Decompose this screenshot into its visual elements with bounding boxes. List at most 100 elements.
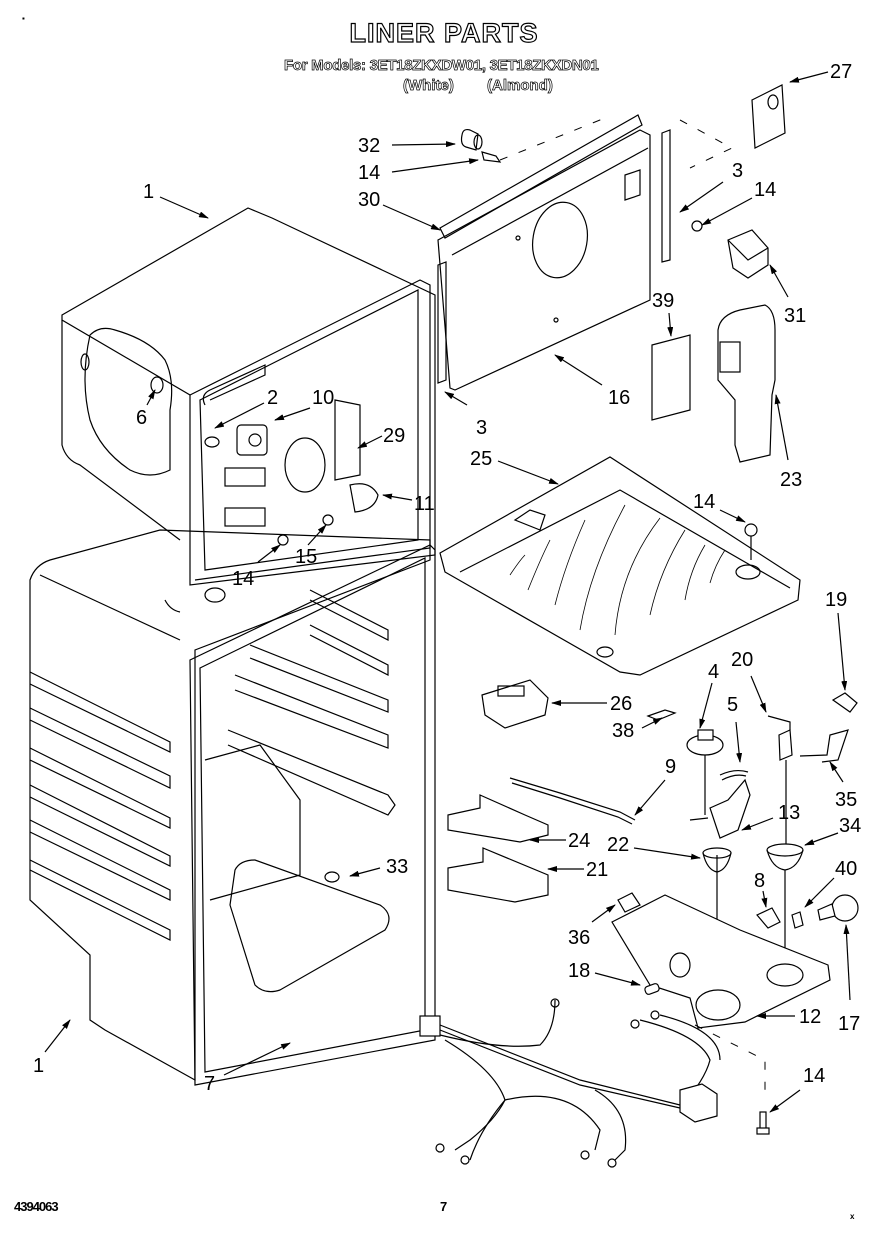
callout-1-bottom: 1 [33, 1019, 71, 1077]
callout-38: 38 [612, 717, 663, 742]
callout-12: 12 [756, 1006, 821, 1028]
part-25-shelf [439, 456, 801, 676]
callout-31: 31 [769, 264, 806, 327]
callout-14-right: 14 [701, 179, 776, 226]
callout-14-bottom: 14 [769, 1065, 825, 1113]
callout-1-top: 1 [143, 181, 209, 219]
callout-label: 29 [383, 425, 405, 447]
part-32-spacer [460, 128, 483, 151]
part-27-cover [679, 84, 786, 169]
callout-label: 14 [803, 1065, 825, 1087]
callout-label: 1 [143, 181, 154, 203]
callout-label: 39 [652, 290, 674, 312]
callout-3-left: 3 [444, 391, 487, 439]
top-rail [439, 114, 643, 239]
callout-5: 5 [727, 694, 743, 763]
shelf-rails [227, 589, 396, 816]
part-19-switch [831, 692, 858, 713]
callout-label: 14 [232, 568, 254, 590]
callout-4: 4 [699, 661, 719, 729]
part-17-bulb [817, 894, 859, 922]
part-13-thermostat [689, 778, 751, 839]
callout-25: 25 [470, 448, 559, 485]
part-35-bracket [799, 729, 849, 763]
callout-17: 17 [838, 924, 860, 1035]
callout-label: 14 [693, 491, 715, 513]
callout-18: 18 [568, 960, 641, 986]
callout-22: 22 [607, 834, 701, 860]
callout-29: 29 [357, 425, 405, 449]
corner-mark-top-left: ▪ [22, 14, 25, 23]
part-12-housing-tray [611, 894, 831, 1100]
callout-32: 32 [358, 135, 456, 157]
screw-icon [481, 151, 502, 163]
callout-26: 26 [551, 693, 632, 715]
fresh-food-liner [29, 529, 436, 1086]
callout-label: 40 [835, 858, 857, 880]
callout-label: 14 [754, 179, 776, 201]
callout-14-shelf: 14 [693, 491, 746, 523]
callout-label: 22 [607, 834, 629, 856]
page-title: LINER PARTS [349, 17, 539, 48]
screw-icon [691, 220, 703, 232]
callout-label: 7 [204, 1073, 215, 1095]
rear-panel [437, 129, 651, 391]
callout-2: 2 [214, 387, 278, 429]
callout-label: 24 [568, 830, 590, 852]
callout-label: 18 [568, 960, 590, 982]
callout-label: 26 [610, 693, 632, 715]
callout-21: 21 [547, 859, 608, 881]
callout-36: 36 [568, 904, 616, 949]
callout-label: 25 [470, 448, 492, 470]
corner-mark-bottom-right: x [850, 1212, 855, 1221]
callout-16: 16 [554, 354, 630, 409]
callout-27: 27 [789, 61, 852, 83]
callout-24: 24 [529, 830, 590, 852]
callout-label: 3 [476, 417, 487, 439]
callout-14-left: 14 [232, 544, 281, 590]
callout-label: 21 [586, 859, 608, 881]
callout-label: 14 [358, 162, 380, 184]
part-23-light-housing [717, 304, 776, 463]
part-4-knob [686, 729, 724, 815]
freezer-liner [61, 207, 436, 586]
callout-label: 10 [312, 387, 334, 409]
callout-20: 20 [731, 649, 767, 713]
color-almond-label: (Almond) [487, 77, 554, 95]
callout-7: 7 [204, 1042, 291, 1095]
fan-bracket-assembly [204, 399, 379, 546]
callout-11: 11 [382, 493, 435, 515]
part-24-bracket [447, 794, 549, 843]
side-seals [437, 129, 671, 384]
callout-label: 11 [414, 493, 435, 515]
callout-label: 38 [612, 720, 634, 742]
callout-9: 9 [634, 756, 676, 816]
callout-10: 10 [274, 387, 334, 421]
callout-label: 27 [830, 61, 852, 83]
part-40-spring [791, 911, 804, 929]
color-white-label: (White) [403, 77, 455, 95]
callout-label: 2 [267, 387, 278, 409]
screw-icon [756, 1111, 770, 1135]
callout-label: 31 [784, 305, 806, 327]
page-number: 7 [440, 1199, 448, 1214]
callout-39: 39 [652, 290, 674, 337]
callout-label: 1 [33, 1055, 44, 1077]
callout-label: 30 [358, 189, 380, 211]
models-line: For Models: 3ET18ZKXDW01, 3ET18ZKXDN01 [284, 57, 600, 75]
callout-14-top: 14 [358, 158, 479, 184]
callout-label: 36 [568, 927, 590, 949]
callout-40: 40 [804, 858, 857, 908]
callout-label: 4 [708, 661, 719, 683]
part-20-actuator [767, 715, 793, 850]
callout-3-right: 3 [679, 160, 743, 213]
callout-label: 5 [727, 694, 738, 716]
callout-label: 34 [839, 815, 861, 837]
part-36-label [617, 892, 641, 913]
part-26-control [481, 679, 549, 729]
callout-label: 20 [731, 649, 753, 671]
part-31-housing [727, 229, 769, 279]
callout-34: 34 [804, 815, 861, 846]
callout-label: 17 [838, 1013, 860, 1035]
